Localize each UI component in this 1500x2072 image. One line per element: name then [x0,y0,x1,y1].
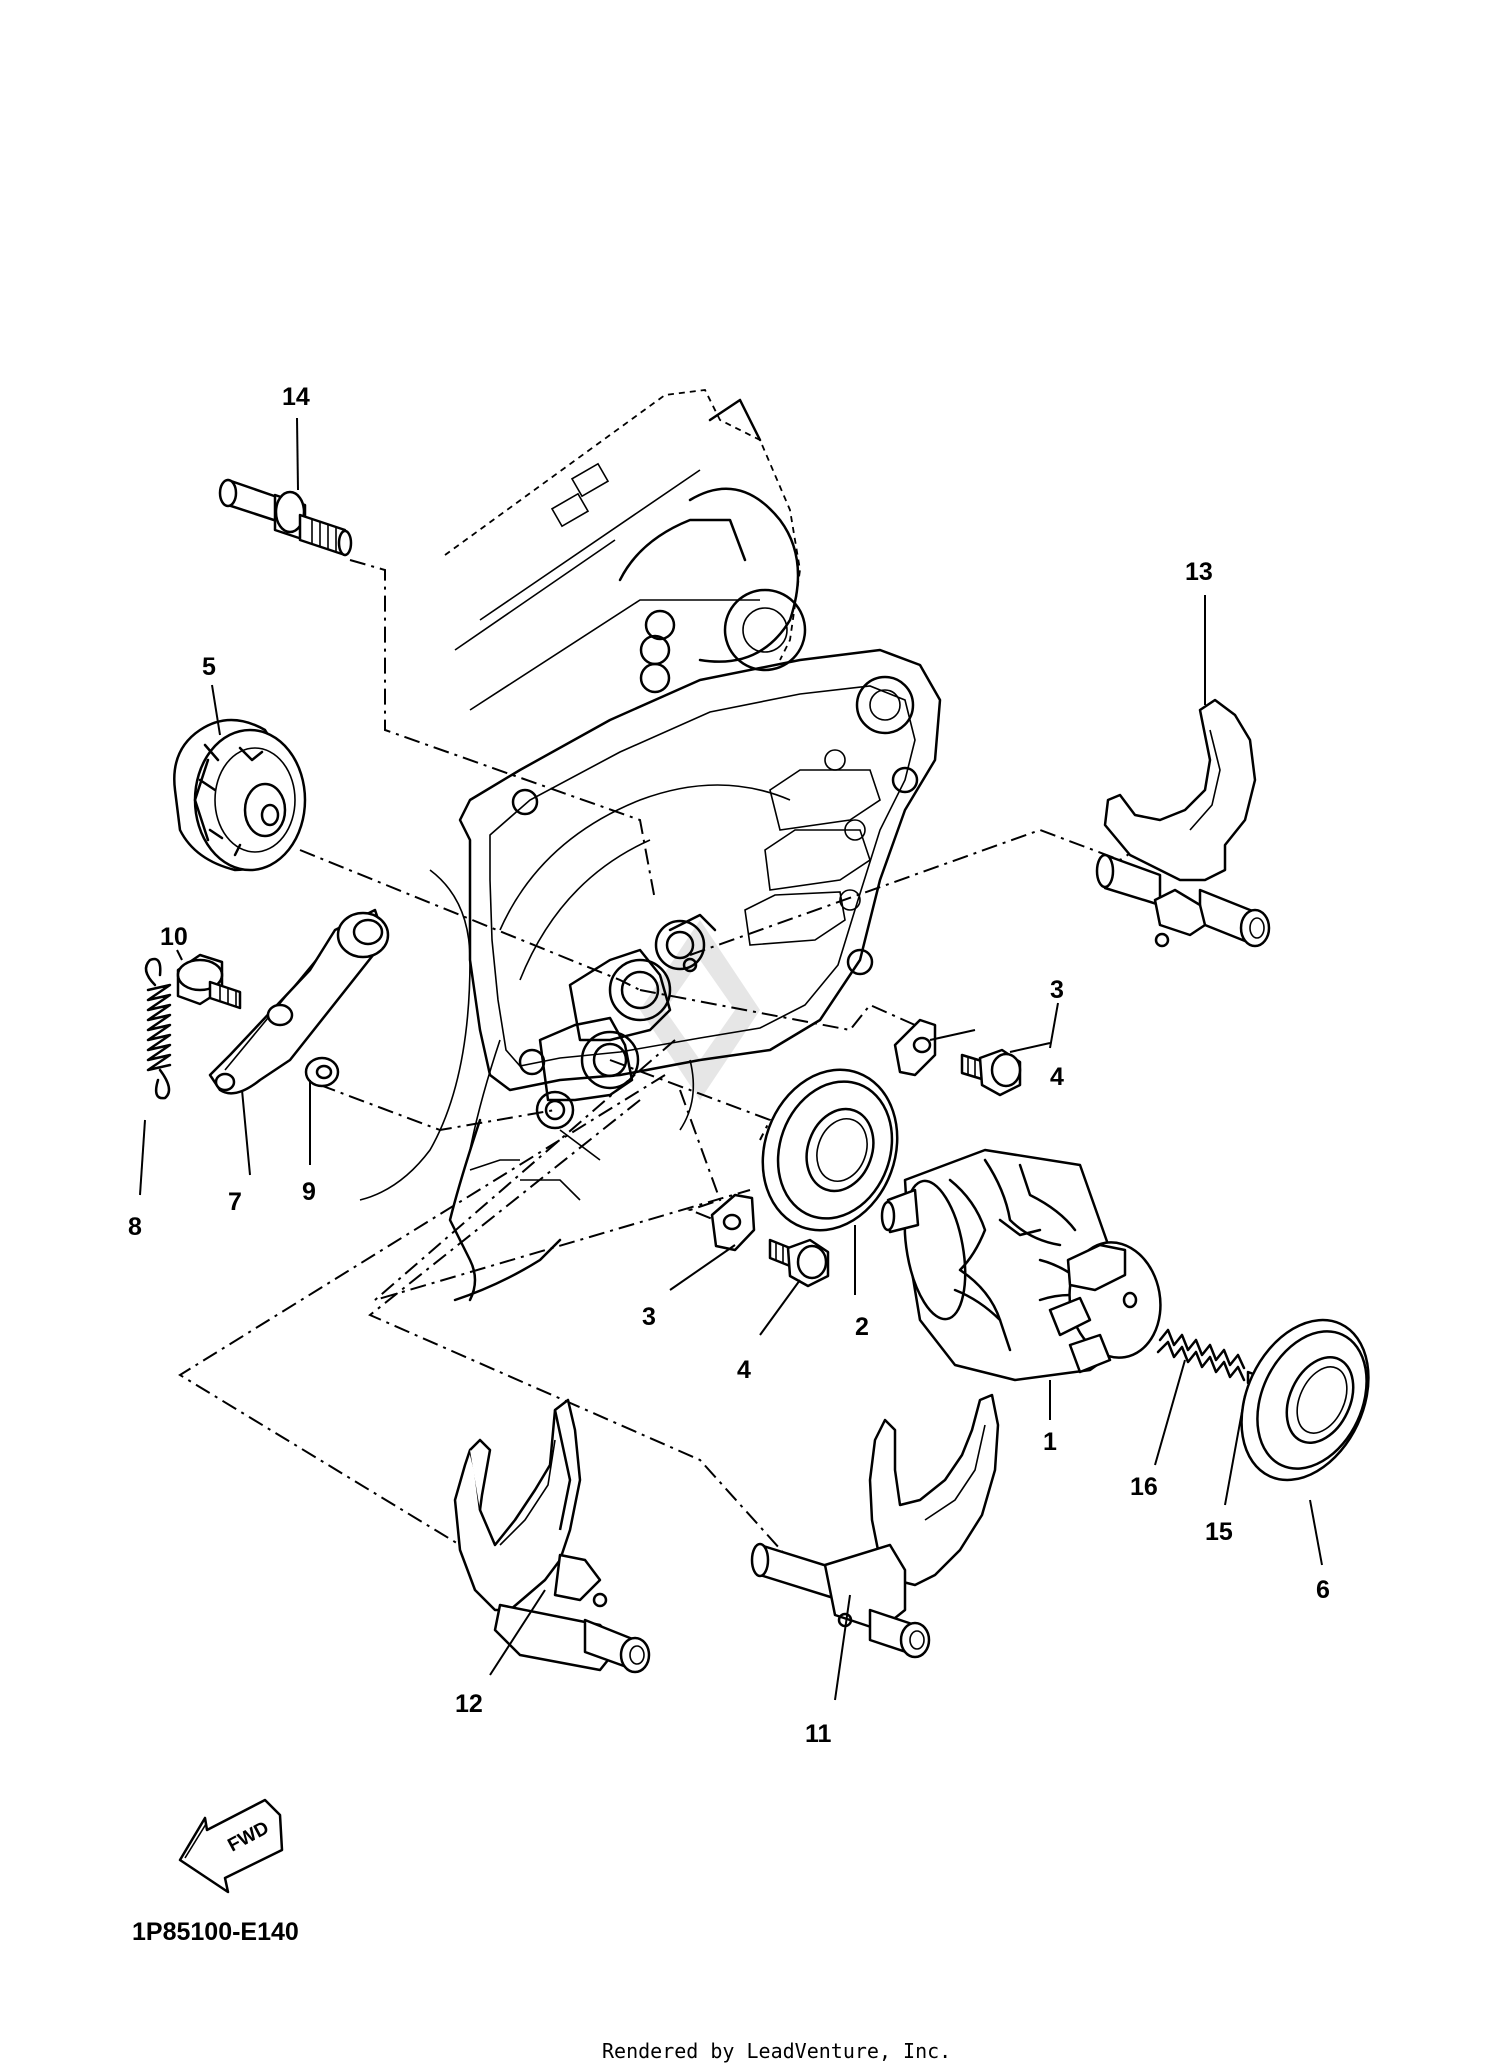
part-5-segment [173,718,307,872]
fwd-label: FWD [224,1818,272,1857]
part-1-shift-drum [880,1148,1162,1382]
label-part-8: 8 [128,1213,142,1241]
label-part-11: 11 [805,1720,832,1748]
label-part-5: 5 [202,653,216,681]
part-7-stopper-lever [208,908,390,1095]
label-part-13: 13 [1185,558,1213,586]
label-part-4-lower: 4 [737,1356,751,1384]
part-12-shift-fork [453,1398,651,1674]
part-10-bolt [176,953,242,1010]
crankcase-outline [359,389,942,1302]
label-part-6: 6 [1316,1576,1330,1604]
label-part-3-upper: 3 [1050,976,1064,1004]
footer-credit: Rendered by LeadVenture, Inc. [602,2039,951,2063]
part-6-bearing [1240,1318,1370,1482]
part-16-spring [1156,1328,1246,1382]
part-11-shift-fork [750,1393,1000,1659]
part-4-lower-bolt [768,1238,830,1288]
label-part-1: 1 [1043,1428,1057,1456]
part-labels: 14 13 5 10 3 4 7 9 8 3 2 4 1 16 15 6 12 … [128,383,1330,1748]
label-part-3-lower: 3 [642,1303,656,1331]
fwd-arrow-icon: FWD [178,1798,284,1894]
diagram-code: 1P85100-E140 [132,1918,299,1946]
part-9-washer [304,1056,340,1088]
label-part-14: 14 [282,383,310,411]
part-4-upper-bolt [960,1048,1022,1097]
label-part-2: 2 [855,1313,869,1341]
leader-lines [139,417,1323,1701]
label-part-7: 7 [228,1188,242,1216]
label-part-15: 15 [1205,1518,1233,1546]
label-part-12: 12 [455,1690,483,1718]
part-13-shift-fork [1095,698,1271,948]
label-part-9: 9 [302,1178,316,1206]
label-part-4-upper: 4 [1050,1063,1064,1091]
label-part-10: 10 [160,923,188,951]
label-part-16: 16 [1130,1473,1158,1501]
part-3-upper-plate [893,1018,937,1077]
part-8-spring [144,957,172,1100]
part-3-lower-plate [710,1193,756,1252]
part-14-pivot-bolt [218,478,353,557]
part-2-bearing [761,1068,899,1232]
